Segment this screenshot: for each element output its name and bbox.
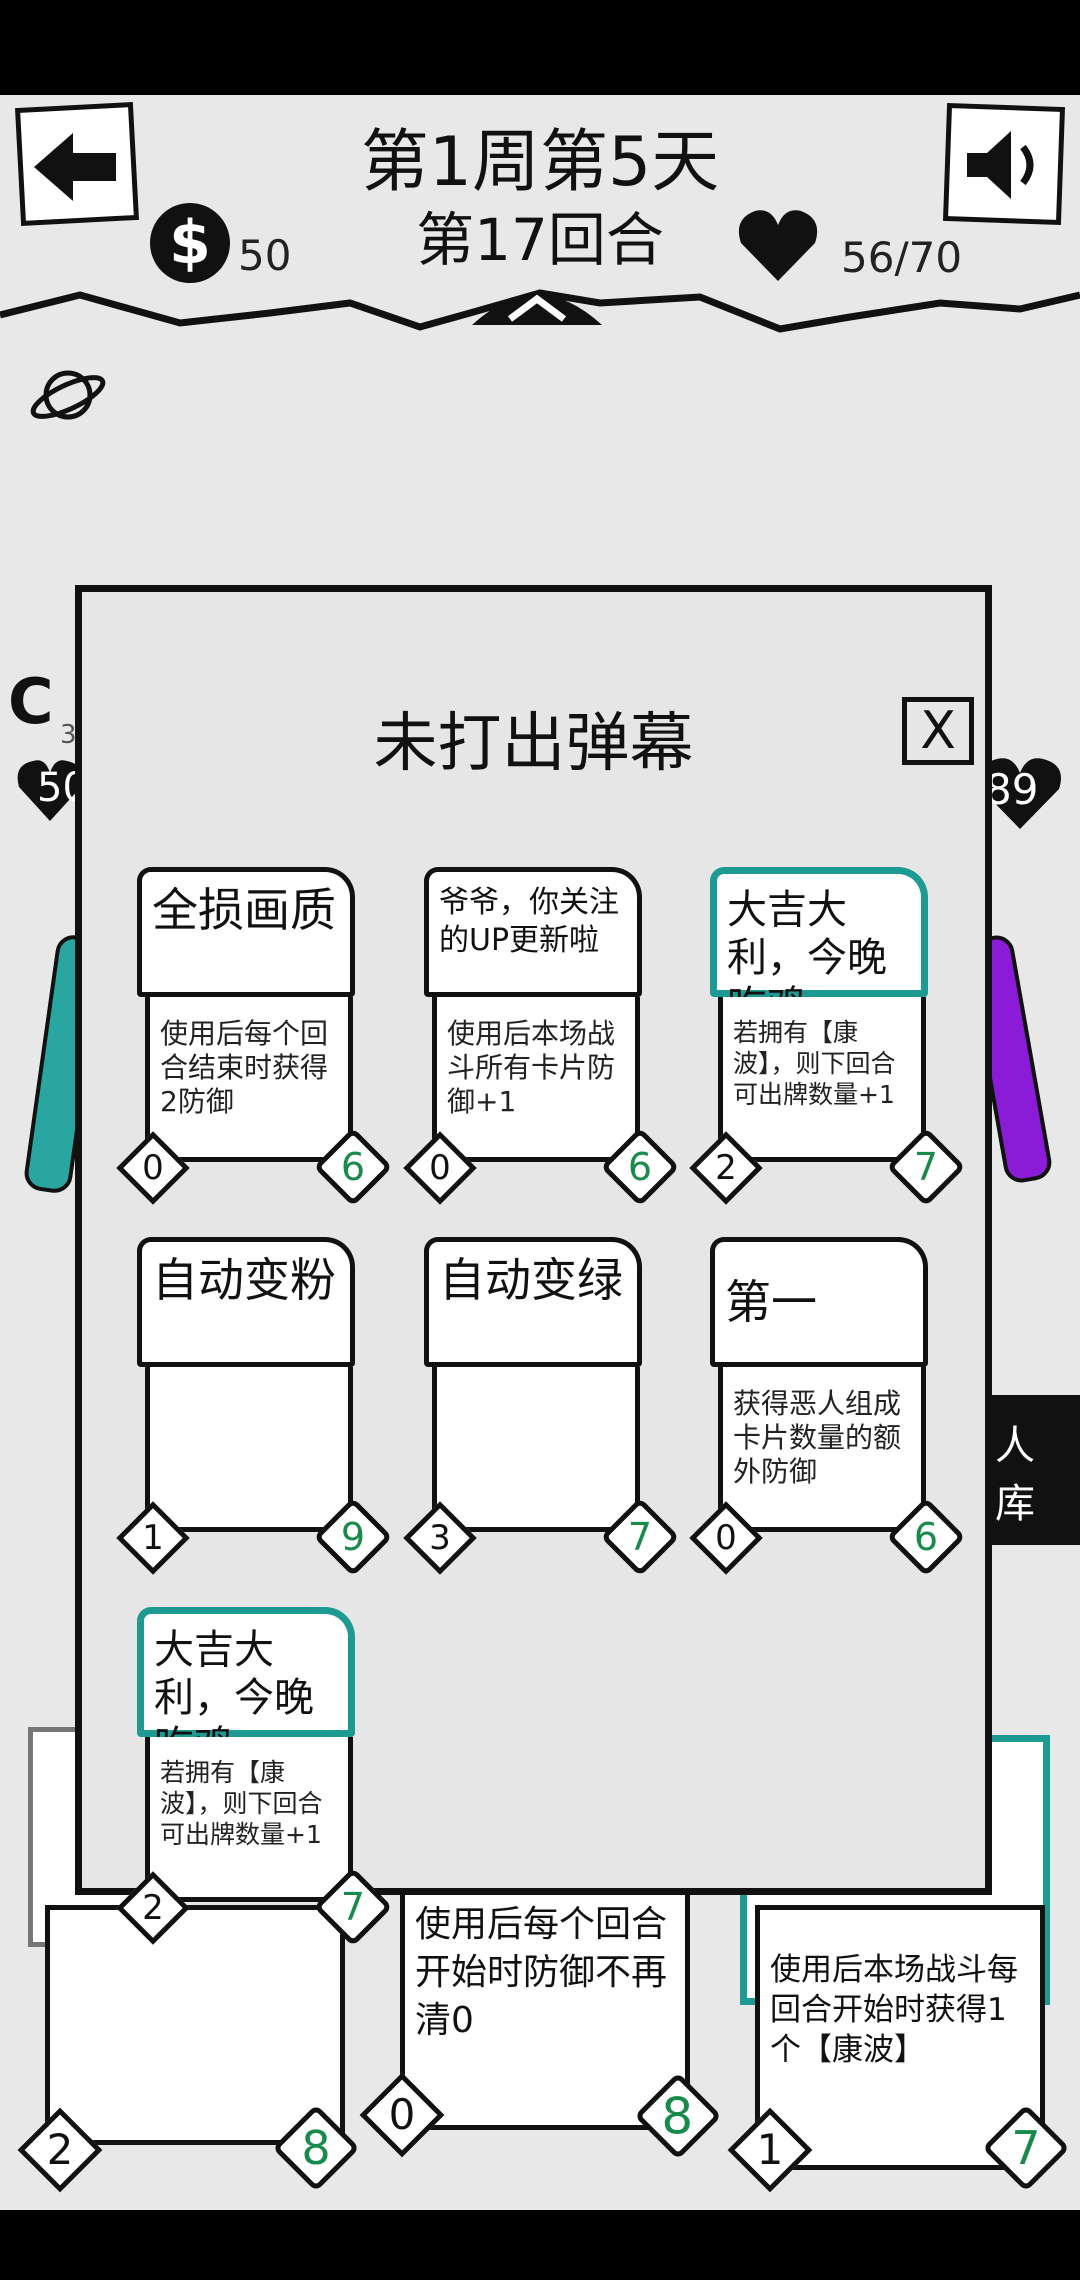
- torn-paper-edge: [0, 289, 1080, 333]
- card-2[interactable]: 爷爷，你关注的UP更新啦 使用后本场战斗所有卡片防御+1 0 6: [403, 857, 680, 1207]
- card-3[interactable]: 大吉大利，今晚吃鸡 若拥有【康波】，则下回合可出牌数量+1 2 7: [689, 857, 966, 1207]
- card-5[interactable]: 自动变绿 3 7: [403, 1227, 680, 1577]
- card-6-desc: 获得恶人组成卡片数量的额外防御: [733, 1387, 902, 1488]
- hand-card-3[interactable]: 使用后本场战斗每回合开始时获得1个【康波】 1 7: [720, 1905, 1080, 2205]
- money-display: $ 50: [150, 203, 310, 293]
- right-enemy-hp: 89: [975, 753, 1065, 833]
- enemy-name-sub: 3: [60, 720, 77, 750]
- close-icon: X: [920, 701, 956, 761]
- card-2-desc: 使用后本场战斗所有卡片防御+1: [447, 1017, 616, 1118]
- enemy-name-initial: C: [8, 665, 54, 738]
- money-value: 50: [238, 231, 292, 280]
- deck-button[interactable]: 人 库: [985, 1395, 1080, 1545]
- card-1[interactable]: 全损画质 使用后每个回合结束时获得2防御 0 6: [116, 857, 393, 1207]
- speaker-icon: [967, 131, 1034, 199]
- expand-button[interactable]: [462, 275, 612, 335]
- card-6-name: 第一: [725, 1275, 817, 1329]
- deck-button-line2: 库: [995, 1481, 1035, 1527]
- card-4-name: 自动变粉: [152, 1253, 336, 1307]
- card-5-name: 自动变绿: [439, 1253, 623, 1307]
- planet-button[interactable]: [28, 355, 108, 435]
- week-day-label: 第1周第5天: [360, 123, 720, 202]
- card-4[interactable]: 自动变粉 1 9: [116, 1227, 393, 1577]
- right-enemy-hp-value: 89: [985, 765, 1039, 814]
- back-button[interactable]: [14, 101, 140, 227]
- planet-icon: [30, 370, 106, 420]
- heart-icon: [979, 758, 1061, 829]
- close-button[interactable]: X: [902, 697, 974, 765]
- card-7-desc: 若拥有【康波】，则下回合可出牌数量+1: [160, 1758, 323, 1849]
- hand-card-2[interactable]: 使用后每个回合开始时防御不再清0 0 8: [359, 1890, 730, 2190]
- hand-card-1[interactable]: 2 8: [17, 1905, 360, 2195]
- unplayed-cards-modal: 未打出弹幕 X 全损画质 使用后每个回合结束时获得2防御 0 6 爷爷，你关注的…: [75, 585, 992, 1947]
- game-screen: 第1周第5天 第17回合 $ 50 56/70 C 3: [0, 95, 1080, 2210]
- hand-card-2-desc: 使用后每个回合开始时防御不再清0: [415, 1904, 668, 2041]
- card-6[interactable]: 第一 获得恶人组成卡片数量的额外防御 0 6: [689, 1227, 966, 1577]
- heart-icon: [17, 760, 83, 821]
- chevron-up-icon: [472, 294, 602, 325]
- card-7[interactable]: 大吉大利，今晚吃鸡 若拥有【康波】，则下回合可出牌数量+1 2 7: [116, 1597, 393, 1947]
- hand-card-1-body: [45, 1905, 345, 2145]
- modal-title: 未打出弹幕: [373, 707, 694, 781]
- hp-display: 56/70: [735, 205, 975, 295]
- card-1-name: 全损画质: [152, 883, 336, 937]
- sound-button[interactable]: [942, 102, 1066, 226]
- hand-card-3-desc: 使用后本场战斗每回合开始时获得1个【康波】: [770, 1952, 1018, 2068]
- arrow-left-icon: [34, 133, 116, 201]
- deck-button-line1: 人: [995, 1423, 1035, 1469]
- card-1-desc: 使用后每个回合结束时获得2防御: [160, 1017, 329, 1118]
- heart-icon: [738, 210, 818, 281]
- card-2-name: 爷爷，你关注的UP更新啦: [439, 885, 619, 958]
- round-label: 第17回合: [416, 206, 664, 274]
- dollar-icon: $: [150, 203, 230, 283]
- card-3-desc: 若拥有【康波】，则下回合可出牌数量+1: [733, 1018, 896, 1109]
- hand-card-2-body: 使用后每个回合开始时防御不再清0: [400, 1890, 690, 2130]
- hand-card-3-body: 使用后本场战斗每回合开始时获得1个【康波】: [755, 1905, 1045, 2170]
- hp-value: 56/70: [841, 233, 963, 282]
- card-3-name: 大吉大利，今晚吃鸡: [727, 887, 887, 1029]
